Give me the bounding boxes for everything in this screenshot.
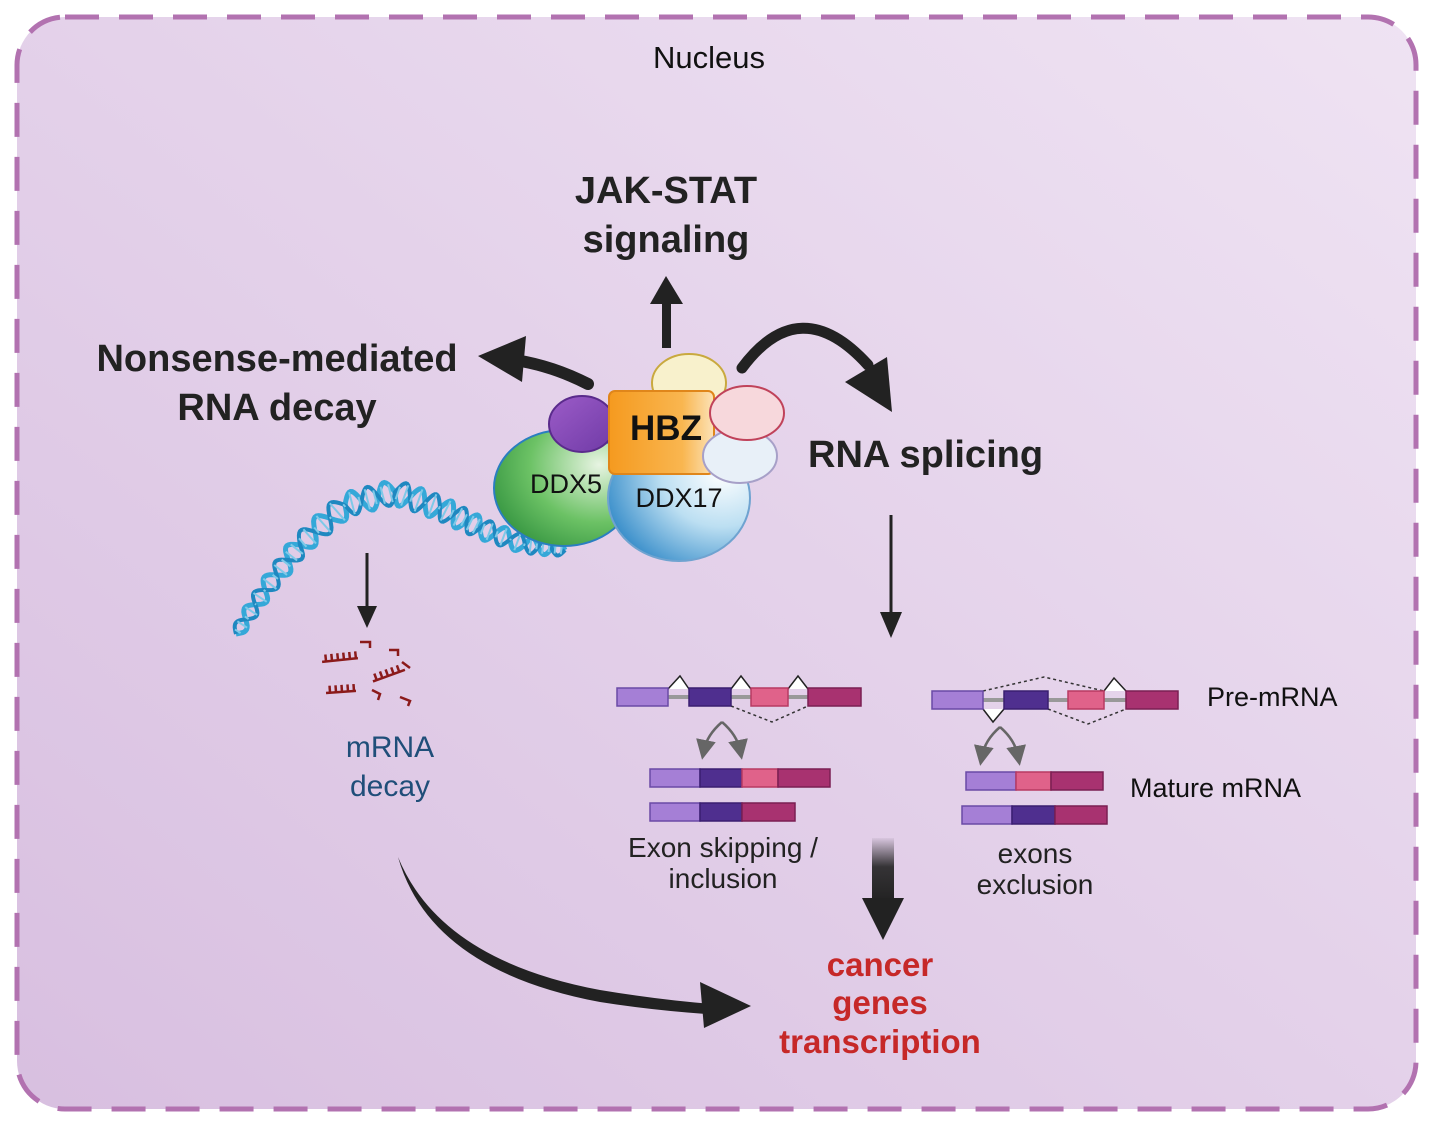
dna-base-pair — [524, 544, 525, 546]
rna-splicing-label: RNA splicing — [808, 436, 1043, 474]
exon-exclusion-line1: exons — [977, 838, 1094, 869]
ddx5-label: DDX5 — [530, 471, 602, 498]
cancer-genes-line2: genes — [779, 984, 981, 1022]
exon-skipping-line1: Exon skipping / — [628, 832, 818, 863]
cancer-genes-line1: cancer — [779, 946, 981, 984]
mrna-decay-line1: mRNA — [346, 728, 434, 767]
exon-skipping-line2: inclusion — [628, 863, 818, 894]
pre-mrna-label: Pre-mRNA — [1207, 684, 1338, 711]
hbz-label: HBZ — [630, 411, 702, 446]
cofactor-pink-icon — [710, 386, 784, 440]
nmd-label: Nonsense-mediated RNA decay — [96, 335, 457, 434]
cofactor-purple-icon — [549, 396, 615, 452]
jak-stat-line2: signaling — [575, 216, 757, 265]
jak-stat-label: JAK-STAT signaling — [575, 167, 757, 266]
cancer-genes-line3: transcription — [779, 1023, 981, 1061]
exon-exclusion-label: exons exclusion — [977, 838, 1094, 901]
dna-base-pair — [264, 590, 266, 591]
mature-mrna-label: Mature mRNA — [1130, 775, 1301, 802]
dna-base-pair — [255, 604, 256, 605]
nmd-line2: RNA decay — [96, 384, 457, 433]
dna-base-pair — [330, 517, 332, 519]
cancer-genes-label: cancer genes transcription — [779, 946, 981, 1061]
ddx17-label: DDX17 — [635, 485, 722, 512]
dna-base-pair — [510, 539, 511, 541]
nmd-line1: Nonsense-mediated — [96, 335, 457, 384]
nucleus-label: Nucleus — [653, 42, 765, 73]
dna-base-pair — [439, 506, 440, 509]
mrna-decay-label: mRNA decay — [346, 728, 434, 806]
exon-exclusion-line2: exclusion — [977, 869, 1094, 900]
dna-base-pair — [536, 544, 537, 550]
dna-base-pair — [425, 502, 426, 504]
exon-skipping-label: Exon skipping / inclusion — [628, 832, 818, 895]
jak-stat-line1: JAK-STAT — [575, 167, 757, 216]
mrna-decay-line2: decay — [346, 767, 434, 806]
